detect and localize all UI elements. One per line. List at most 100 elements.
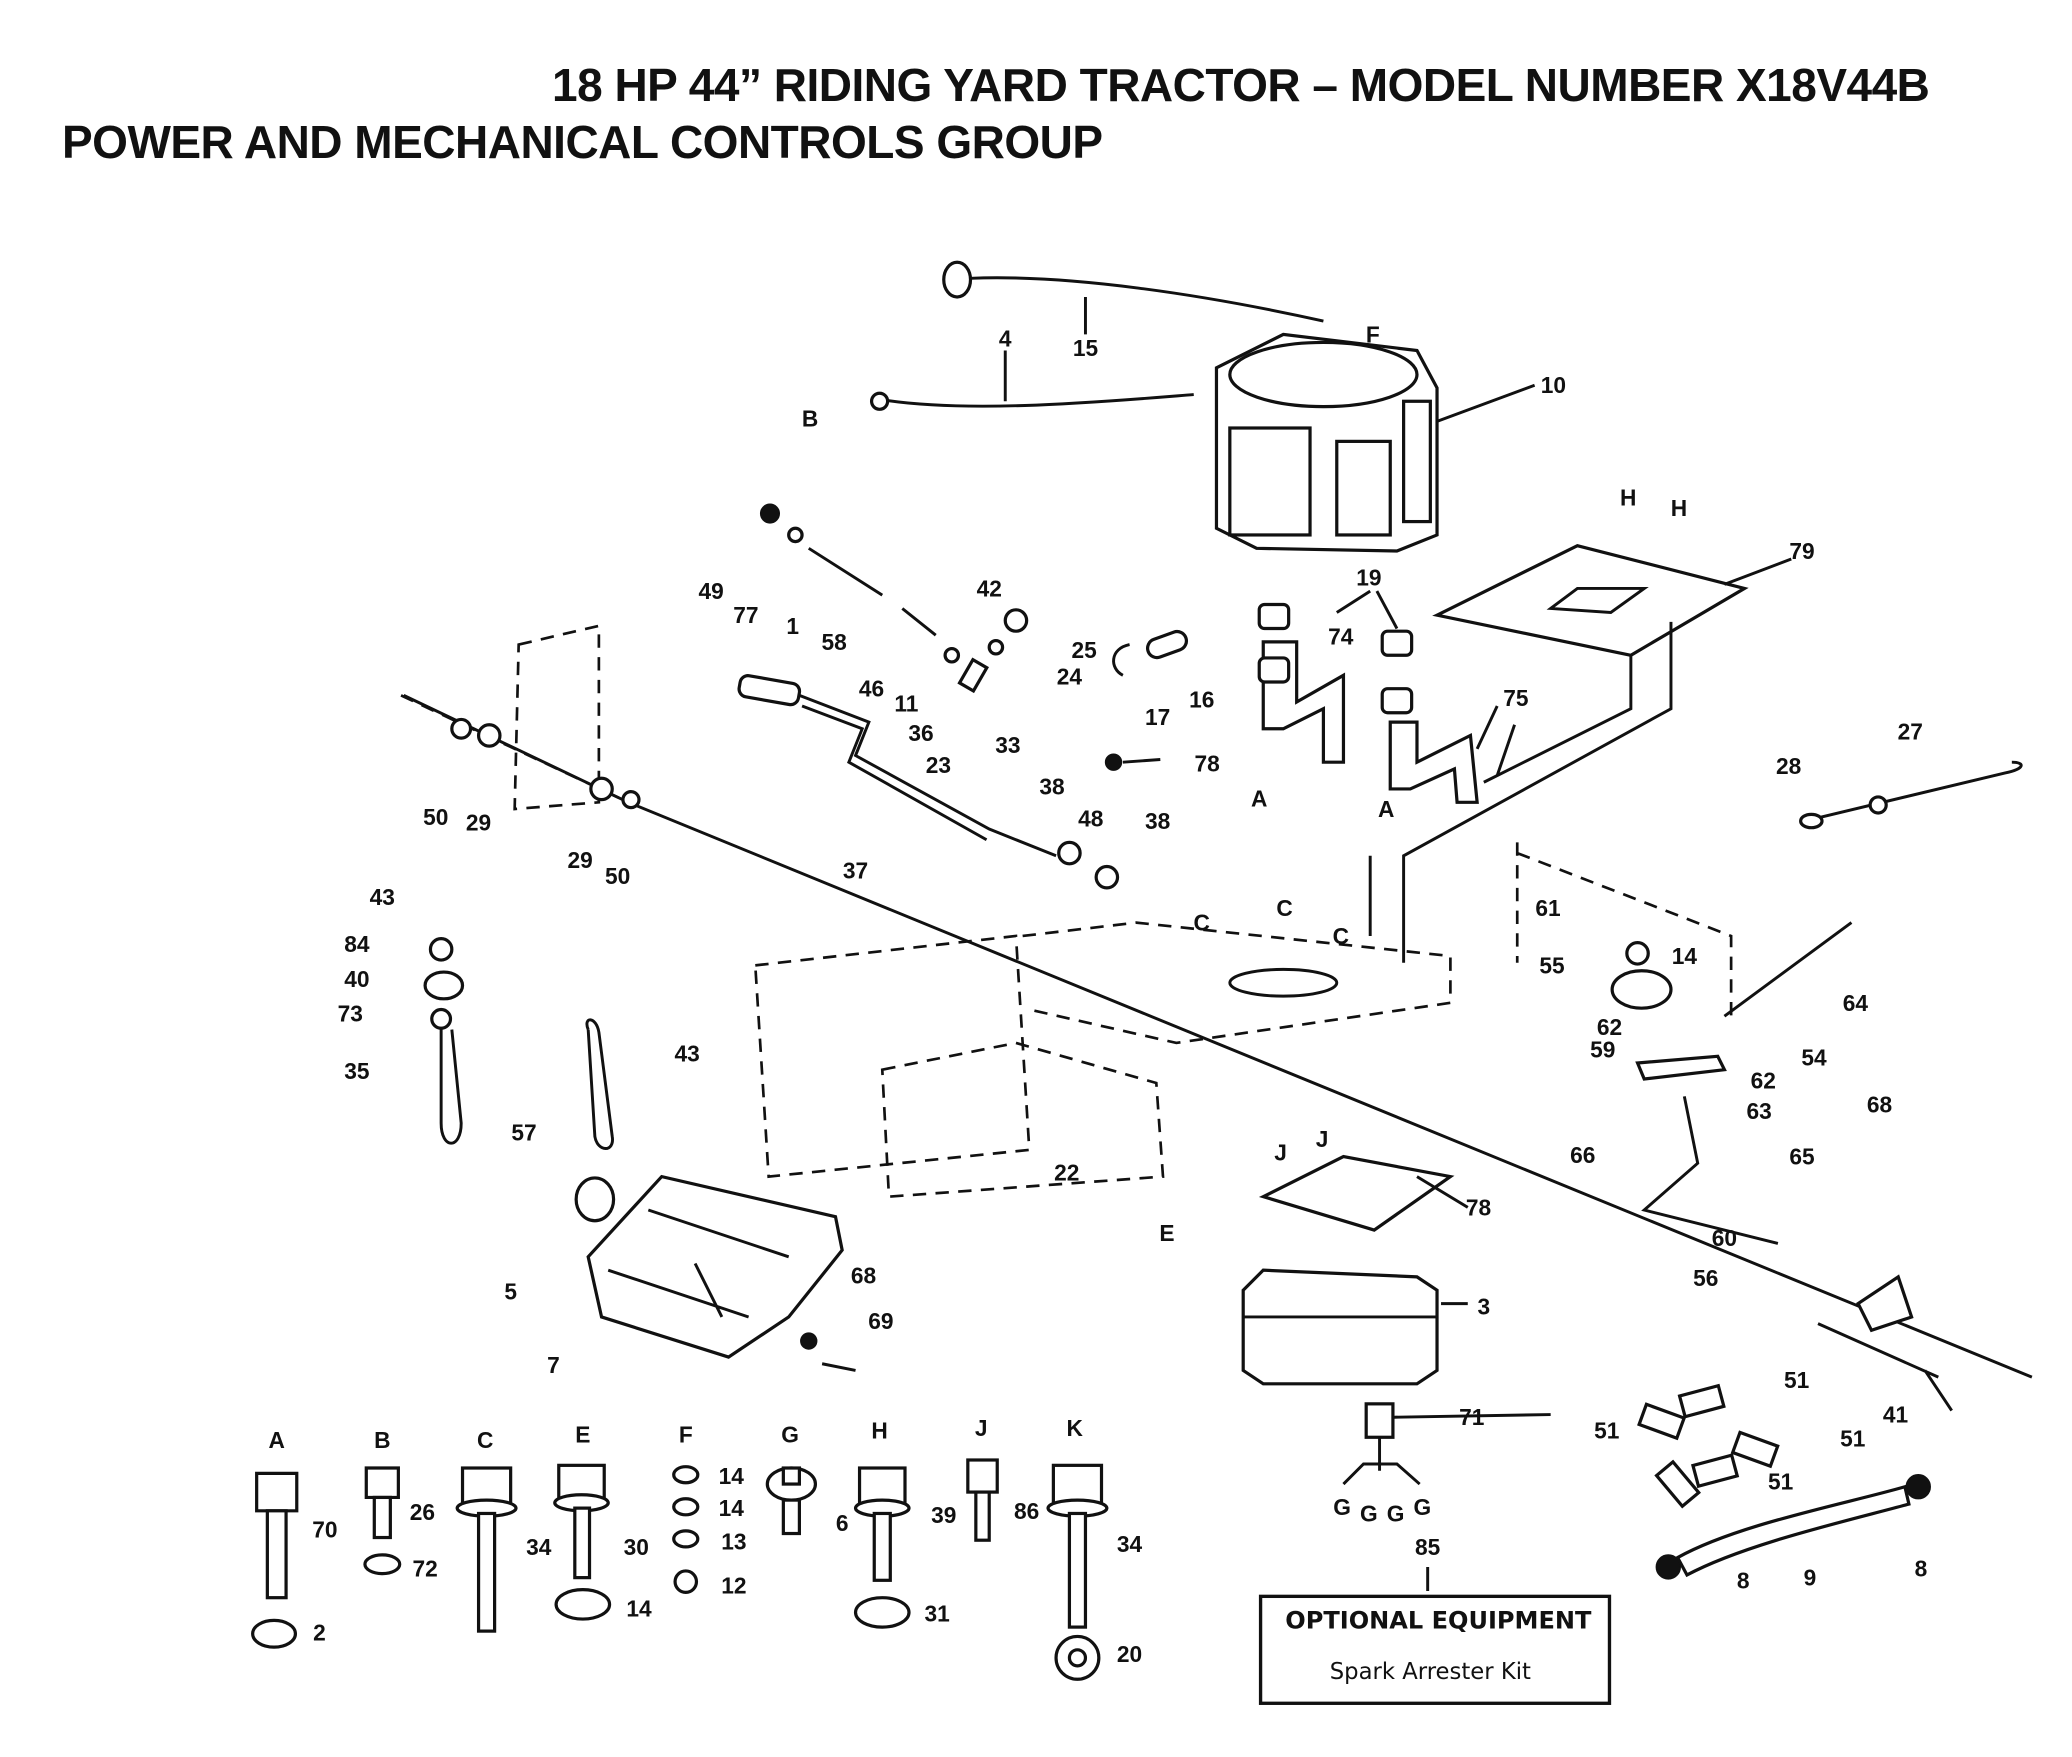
hardware-part-14: 14 bbox=[626, 1595, 652, 1621]
callout-78: 78 bbox=[1466, 1194, 1491, 1220]
callout-F: F bbox=[1366, 321, 1380, 347]
callout-56: 56 bbox=[1693, 1265, 1718, 1291]
hardware-part-14: 14 bbox=[719, 1463, 745, 1489]
callout-64: 64 bbox=[1843, 990, 1869, 1016]
callout-14: 14 bbox=[1672, 943, 1698, 969]
callout-10: 10 bbox=[1541, 372, 1566, 398]
callout-69: 69 bbox=[868, 1308, 893, 1334]
callout-23: 23 bbox=[926, 752, 951, 778]
callout-41: 41 bbox=[1883, 1402, 1908, 1428]
callout-11: 11 bbox=[894, 690, 918, 716]
hardware-part-26: 26 bbox=[410, 1499, 435, 1525]
callout-75: 75 bbox=[1503, 685, 1528, 711]
seat-assembly bbox=[574, 1174, 844, 1359]
callout-62: 62 bbox=[1751, 1067, 1776, 1093]
callout-60: 60 bbox=[1712, 1225, 1737, 1251]
hardware-part-14: 14 bbox=[719, 1495, 745, 1521]
callout-H: H bbox=[1620, 485, 1636, 511]
hardware-part-20: 20 bbox=[1117, 1641, 1142, 1667]
callout-57: 57 bbox=[511, 1120, 536, 1146]
hardware-letter-A: A bbox=[269, 1427, 285, 1453]
callout-68: 68 bbox=[1867, 1091, 1892, 1117]
callout-G: G bbox=[1413, 1494, 1431, 1520]
hardware-part-30: 30 bbox=[624, 1534, 649, 1560]
hardware-letter-J: J bbox=[975, 1415, 988, 1441]
callout-19: 19 bbox=[1356, 565, 1381, 591]
callout-28: 28 bbox=[1776, 753, 1801, 779]
callout-43: 43 bbox=[674, 1041, 699, 1067]
callout-16: 16 bbox=[1189, 686, 1214, 712]
hardware-part-6: 6 bbox=[836, 1510, 849, 1536]
callout-51: 51 bbox=[1768, 1468, 1793, 1494]
callout-85: 85 bbox=[1415, 1534, 1440, 1560]
hardware-part-70: 70 bbox=[312, 1517, 337, 1543]
callout-51: 51 bbox=[1594, 1418, 1619, 1444]
callout-C: C bbox=[1333, 923, 1349, 949]
callout-A: A bbox=[1251, 785, 1267, 811]
callout-58: 58 bbox=[822, 629, 847, 655]
callout-73: 73 bbox=[338, 1001, 363, 1027]
hardware-part-34: 34 bbox=[526, 1534, 552, 1560]
callout-24: 24 bbox=[1057, 664, 1083, 690]
callout-29: 29 bbox=[466, 809, 491, 835]
callout-A: A bbox=[1378, 796, 1394, 822]
callout-3: 3 bbox=[1477, 1293, 1490, 1319]
muffler bbox=[1241, 1154, 1455, 1486]
callout-35: 35 bbox=[344, 1058, 369, 1084]
callout-62: 62 bbox=[1597, 1014, 1622, 1040]
callout-50: 50 bbox=[605, 863, 630, 889]
callout-84: 84 bbox=[344, 931, 370, 957]
callout-7: 7 bbox=[547, 1352, 560, 1378]
diagram-title: 18 HP 44” RIDING YARD TRACTOR – MODEL NU… bbox=[552, 59, 1930, 111]
drawing bbox=[251, 260, 2033, 1681]
callout-8: 8 bbox=[1915, 1555, 1928, 1581]
callout-79: 79 bbox=[1789, 538, 1814, 564]
hardware-part-39: 39 bbox=[931, 1502, 956, 1528]
callout-71: 71 bbox=[1459, 1404, 1484, 1430]
callout-B: B bbox=[802, 406, 818, 432]
callout-59: 59 bbox=[1590, 1037, 1615, 1063]
hardware-part-13: 13 bbox=[721, 1529, 746, 1555]
callout-G: G bbox=[1333, 1494, 1351, 1520]
callout-J: J bbox=[1316, 1126, 1329, 1152]
callout-38: 38 bbox=[1039, 773, 1064, 799]
hardware-letter-H: H bbox=[871, 1418, 887, 1444]
callout-9: 9 bbox=[1804, 1565, 1817, 1591]
optional-equipment-box: OPTIONAL EQUIPMENT Spark Arrester Kit 85 bbox=[1258, 1534, 1612, 1705]
spark-arrester-kit-label: Spark Arrester Kit bbox=[1330, 1659, 1531, 1685]
callout-48: 48 bbox=[1078, 805, 1103, 831]
callout-5: 5 bbox=[504, 1279, 517, 1305]
hardware-letter-F: F bbox=[679, 1422, 693, 1448]
callout-43: 43 bbox=[370, 884, 395, 910]
callout-G: G bbox=[1360, 1500, 1378, 1526]
callout-8: 8 bbox=[1737, 1567, 1750, 1593]
callout-22: 22 bbox=[1054, 1160, 1079, 1186]
callout-C: C bbox=[1276, 895, 1292, 921]
callout-49: 49 bbox=[699, 578, 724, 604]
callout-55: 55 bbox=[1539, 952, 1564, 978]
callout-E: E bbox=[1159, 1220, 1174, 1246]
hardware-letter-E: E bbox=[575, 1422, 590, 1448]
hardware-part-72: 72 bbox=[412, 1555, 437, 1581]
optional-equipment-heading: OPTIONAL EQUIPMENT bbox=[1285, 1606, 1592, 1634]
callout-63: 63 bbox=[1747, 1098, 1772, 1124]
hardware-letter-G: G bbox=[781, 1422, 799, 1448]
callout-17: 17 bbox=[1145, 704, 1170, 730]
callout-74: 74 bbox=[1328, 624, 1354, 650]
callout-25: 25 bbox=[1071, 637, 1096, 663]
hardware-part-34: 34 bbox=[1117, 1531, 1143, 1557]
callout-61: 61 bbox=[1535, 895, 1560, 921]
callout-66: 66 bbox=[1570, 1142, 1595, 1168]
callout-68: 68 bbox=[851, 1263, 876, 1289]
callout-15: 15 bbox=[1073, 335, 1098, 361]
callout-38: 38 bbox=[1145, 808, 1170, 834]
callout-51: 51 bbox=[1784, 1367, 1809, 1393]
engine bbox=[1214, 332, 1439, 553]
callout-78: 78 bbox=[1194, 751, 1219, 777]
callout-42: 42 bbox=[977, 575, 1002, 601]
callout-40: 40 bbox=[344, 966, 369, 992]
callout-J: J bbox=[1274, 1140, 1287, 1166]
callout-54: 54 bbox=[1801, 1045, 1827, 1071]
